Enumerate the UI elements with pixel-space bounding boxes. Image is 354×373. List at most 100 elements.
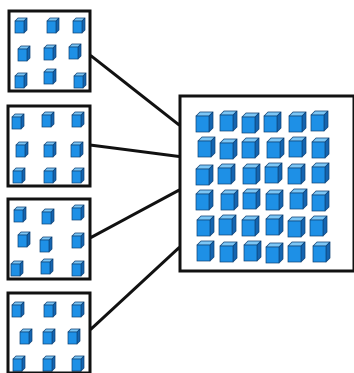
cube-side-face xyxy=(300,216,306,238)
cube-front-face xyxy=(12,170,23,184)
cube-front-face xyxy=(265,246,280,264)
cube xyxy=(288,136,307,158)
cube-side-face xyxy=(255,163,261,185)
cube-front-face xyxy=(219,245,234,263)
cube xyxy=(71,204,85,221)
cube-side-face xyxy=(80,301,85,318)
cube-side-face xyxy=(230,163,236,185)
cube-front-face xyxy=(43,170,54,184)
cube xyxy=(71,260,85,277)
cube xyxy=(311,162,330,184)
cube-side-face xyxy=(208,189,214,211)
cube-front-face xyxy=(17,48,28,62)
cube-front-face xyxy=(17,234,28,248)
cube-front-face xyxy=(311,141,326,159)
cube-front-face xyxy=(287,220,302,238)
cube xyxy=(46,17,60,34)
cube-front-face xyxy=(311,194,326,212)
cube-side-face xyxy=(51,328,56,345)
cube-side-face xyxy=(80,167,85,184)
cube-side-face xyxy=(28,328,33,345)
cube-side-face xyxy=(82,72,87,89)
cube-front-face xyxy=(43,144,54,158)
cube-front-face xyxy=(196,244,211,262)
cube-front-face xyxy=(71,304,82,318)
cube-side-face xyxy=(279,137,285,159)
combined-box xyxy=(178,94,354,273)
cube-side-face xyxy=(80,111,85,128)
connector-line-3 xyxy=(88,186,185,240)
cube-side-face xyxy=(322,215,328,237)
cube xyxy=(14,72,28,89)
connector-lines xyxy=(88,53,185,332)
cube xyxy=(243,240,262,262)
cube-side-face xyxy=(208,164,214,186)
group-box-3 xyxy=(6,197,92,281)
cube-front-face xyxy=(70,144,81,158)
cube-side-face xyxy=(233,189,239,211)
cube xyxy=(287,163,306,185)
group-boxes xyxy=(6,9,354,373)
cube-side-face xyxy=(278,242,284,264)
cube xyxy=(287,216,306,238)
cube-front-face xyxy=(68,46,79,60)
cube-front-face xyxy=(71,170,82,184)
cube xyxy=(312,241,331,263)
cube-front-face xyxy=(43,71,54,85)
cube-front-face xyxy=(72,20,83,34)
cube-front-face xyxy=(11,116,22,130)
cube-front-face xyxy=(42,358,53,372)
cube xyxy=(12,167,26,184)
cube-front-face xyxy=(266,141,281,159)
cube-front-face xyxy=(195,193,210,211)
cube-front-face xyxy=(243,244,258,262)
cube xyxy=(17,45,31,62)
cube xyxy=(310,110,329,132)
cube xyxy=(43,167,57,184)
cube xyxy=(196,215,215,237)
group-box-2 xyxy=(6,104,92,188)
cube xyxy=(242,188,261,210)
cube-front-face xyxy=(263,115,278,133)
cube-side-face xyxy=(21,167,26,184)
cube-front-face xyxy=(71,235,82,249)
cube-front-face xyxy=(41,114,52,128)
cube-side-face xyxy=(254,215,260,237)
cube-front-face xyxy=(13,209,24,223)
cube xyxy=(10,260,24,277)
cube xyxy=(70,141,84,158)
cube xyxy=(68,43,82,60)
cube-front-face xyxy=(40,261,51,275)
cube xyxy=(197,136,216,158)
cube-front-face xyxy=(43,47,54,61)
cube-side-face xyxy=(80,260,85,277)
cube xyxy=(71,301,85,318)
cube-front-face xyxy=(288,140,303,158)
cube-side-face xyxy=(324,190,330,212)
cube-side-face xyxy=(52,167,57,184)
cube-side-face xyxy=(20,301,25,318)
cube xyxy=(195,189,214,211)
cube-front-face xyxy=(288,115,303,133)
cube xyxy=(19,328,33,345)
cube-side-face xyxy=(77,43,82,60)
cube xyxy=(42,355,56,372)
connector-line-4 xyxy=(88,242,185,332)
cube-side-face xyxy=(325,241,331,263)
cube-front-face xyxy=(219,142,234,160)
cube-side-face xyxy=(324,137,330,159)
cube-side-face xyxy=(52,301,57,318)
cube xyxy=(43,68,57,85)
cube xyxy=(265,242,284,264)
cube-side-face xyxy=(324,162,330,184)
cube xyxy=(265,214,284,236)
cube-side-face xyxy=(52,68,57,85)
cube-front-face xyxy=(71,114,82,128)
cube xyxy=(71,167,85,184)
cube-side-face xyxy=(55,17,60,34)
cube xyxy=(71,355,85,372)
cube xyxy=(217,163,236,185)
cube-side-face xyxy=(232,110,238,132)
cube xyxy=(218,214,237,236)
cube xyxy=(12,355,26,372)
